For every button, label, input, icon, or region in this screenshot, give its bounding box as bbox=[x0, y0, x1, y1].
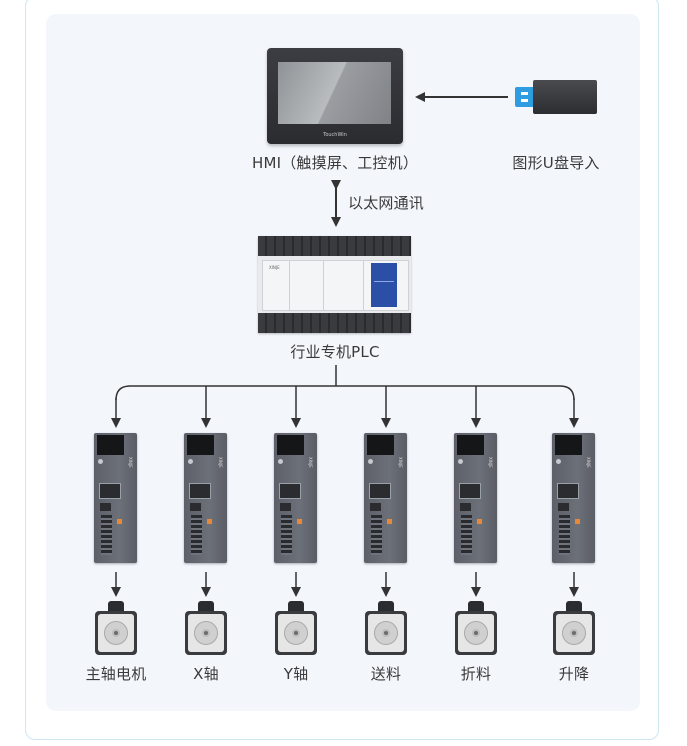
hmi-brand-mark: TouchWin bbox=[323, 132, 347, 138]
drive-brand: XINJE bbox=[586, 457, 591, 468]
servo-motor-icon bbox=[553, 601, 595, 657]
motor-label-x: X轴 bbox=[193, 665, 219, 683]
plc-model-mark: XINJE bbox=[269, 265, 280, 270]
plc-io-module bbox=[371, 263, 397, 307]
motor-label-lift: 升降 bbox=[558, 665, 590, 683]
ethernet-label: 以太网通讯 bbox=[348, 194, 425, 212]
servo-motor-icon bbox=[455, 601, 497, 657]
motor-label-fold: 折料 bbox=[460, 665, 492, 683]
hmi-screen bbox=[278, 62, 391, 124]
drive-brand: XINJE bbox=[308, 457, 313, 468]
usb-drive-icon bbox=[515, 80, 597, 114]
servo-drive: XINJE bbox=[184, 433, 227, 563]
hmi-device: TouchWin bbox=[267, 48, 403, 144]
motor-label-spindle: 主轴电机 bbox=[85, 665, 147, 683]
plc-device: XINJE bbox=[258, 236, 411, 333]
plc-terminal-bottom bbox=[258, 313, 411, 333]
drive-brand: XINJE bbox=[398, 457, 403, 468]
motor-label-y: Y轴 bbox=[283, 665, 309, 683]
servo-drive: XINJE bbox=[274, 433, 317, 563]
drive-brand: XINJE bbox=[128, 457, 133, 468]
servo-motor-icon bbox=[365, 601, 407, 657]
plc-face: XINJE bbox=[262, 260, 409, 311]
plc-terminal-top bbox=[258, 236, 411, 256]
drive-brand: XINJE bbox=[488, 457, 493, 468]
servo-drive: XINJE bbox=[364, 433, 407, 563]
motor-label-feed: 送料 bbox=[370, 665, 402, 683]
servo-drive: XINJE bbox=[94, 433, 137, 563]
usb-plug bbox=[515, 87, 535, 107]
hmi-label: HMI（触摸屏、工控机） bbox=[251, 154, 419, 172]
servo-motor-icon bbox=[275, 601, 317, 657]
usb-label: 图形U盘导入 bbox=[512, 154, 600, 172]
servo-drive: XINJE bbox=[454, 433, 497, 563]
servo-drive: XINJE bbox=[552, 433, 595, 563]
plc-label: 行业专机PLC bbox=[290, 343, 380, 361]
servo-motor-icon bbox=[95, 601, 137, 657]
plc-distribution-bus bbox=[115, 385, 575, 401]
usb-body bbox=[533, 80, 597, 114]
drive-brand: XINJE bbox=[218, 457, 223, 468]
servo-motor-icon bbox=[185, 601, 227, 657]
